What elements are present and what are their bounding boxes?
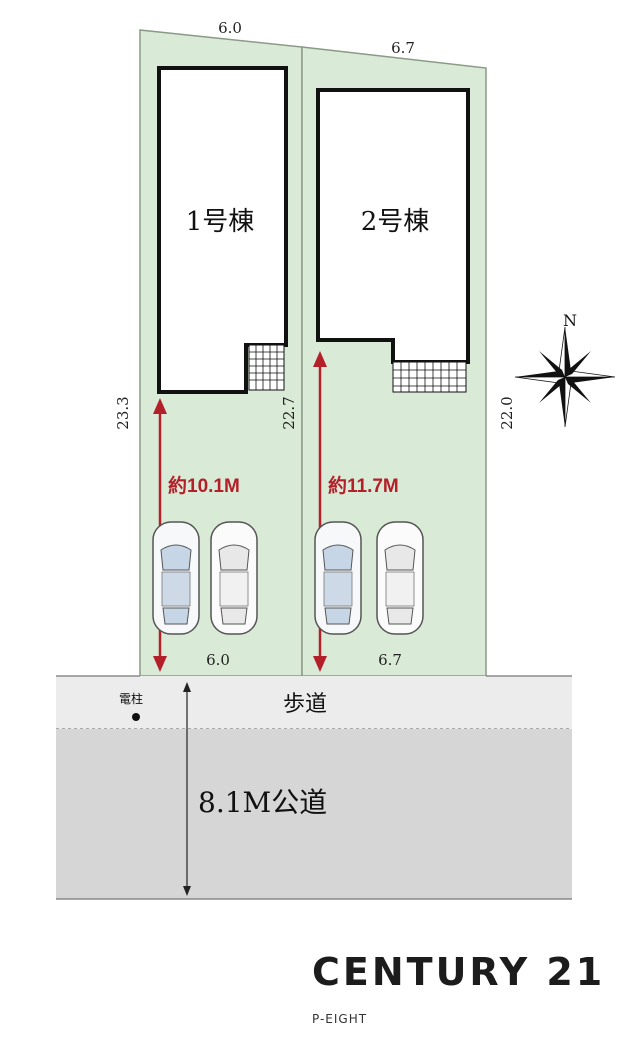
building-2-label: 2号棟: [361, 207, 430, 237]
utility-pole-label: 電柱: [119, 691, 143, 706]
car: [376, 521, 424, 635]
building-1-deck: [248, 344, 285, 391]
car: [314, 521, 362, 635]
lot-2-right-depth: 22.0: [498, 396, 516, 429]
lot-1-right-depth: 22.7: [280, 396, 298, 429]
public-road: [56, 729, 572, 899]
car: [210, 521, 258, 635]
lot-2-top-width: 6.7: [391, 39, 415, 57]
compass-north-label: N: [563, 311, 577, 330]
lot-1-bottom-width: 6.0: [206, 651, 230, 669]
brand-logo: CENTURY 21: [312, 950, 606, 994]
road-label: 8.1M公道: [198, 786, 327, 819]
road-width-arrow: [183, 682, 191, 896]
building-2-deck: [392, 361, 467, 393]
car: [152, 521, 200, 635]
site-plan: 1号棟 2号棟 6.0 6.7 6.0 6.7 23.3 22.7 22.0 約…: [56, 19, 616, 900]
lot-2-bottom-width: 6.7: [378, 651, 402, 669]
building-1-outline: [157, 66, 288, 394]
sidewalk: [56, 676, 572, 729]
compass-rose-icon: [514, 326, 616, 428]
lot-1-top-width: 6.0: [218, 19, 242, 37]
sidewalk-label: 歩道: [283, 692, 327, 717]
lot-1-left-depth: 23.3: [114, 396, 132, 429]
lot-1-parking-length: 約10.1M: [168, 474, 240, 497]
lot-2-parking-length: 約11.7M: [328, 474, 399, 497]
building-1-label: 1号棟: [186, 207, 255, 237]
utility-pole-icon: [132, 713, 140, 721]
brand-subtitle: P-EIGHT: [312, 1012, 368, 1026]
